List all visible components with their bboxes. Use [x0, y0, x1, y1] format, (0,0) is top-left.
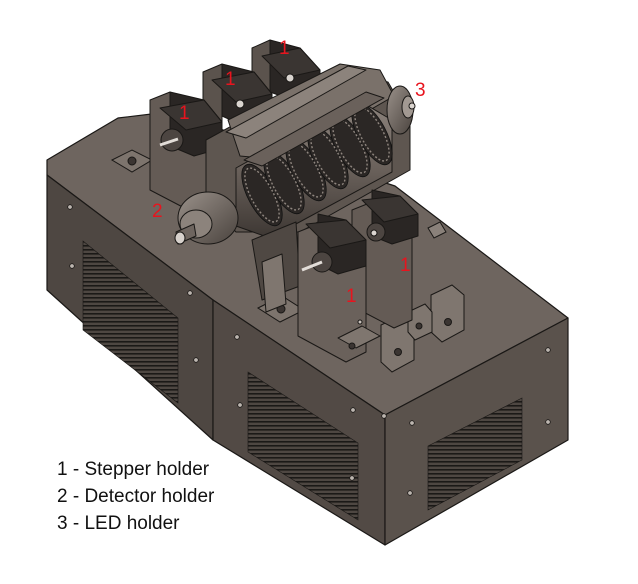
- legend: 1 - Stepper holder 2 - Detector holder 3…: [57, 456, 214, 537]
- top-mounts: [110, 149, 465, 373]
- callout-stepper-back-right: 1: [279, 38, 290, 59]
- enclosure-screws: [67, 204, 551, 496]
- legend-item-led: 3 - LED holder: [57, 513, 180, 534]
- legend-item-detector: 2 - Detector holder: [57, 486, 215, 507]
- vent-right: [427, 397, 523, 511]
- callouts: 1 1 1 1 1 2 3: [152, 38, 426, 307]
- filter-drum: [174, 63, 416, 313]
- legend-item-stepper: 1 - Stepper holder: [57, 459, 210, 480]
- stepper-row-front: [297, 189, 419, 363]
- vent-grilles: [82, 240, 523, 521]
- vent-mid: [247, 371, 359, 521]
- callout-detector: 2: [152, 201, 163, 222]
- vent-left: [82, 240, 179, 404]
- callout-stepper-front-right: 1: [400, 255, 411, 276]
- callout-stepper-back-left: 1: [179, 103, 190, 124]
- callout-stepper-back-mid: 1: [225, 69, 236, 90]
- callout-led: 3: [415, 80, 426, 101]
- callout-stepper-front-left: 1: [346, 286, 357, 307]
